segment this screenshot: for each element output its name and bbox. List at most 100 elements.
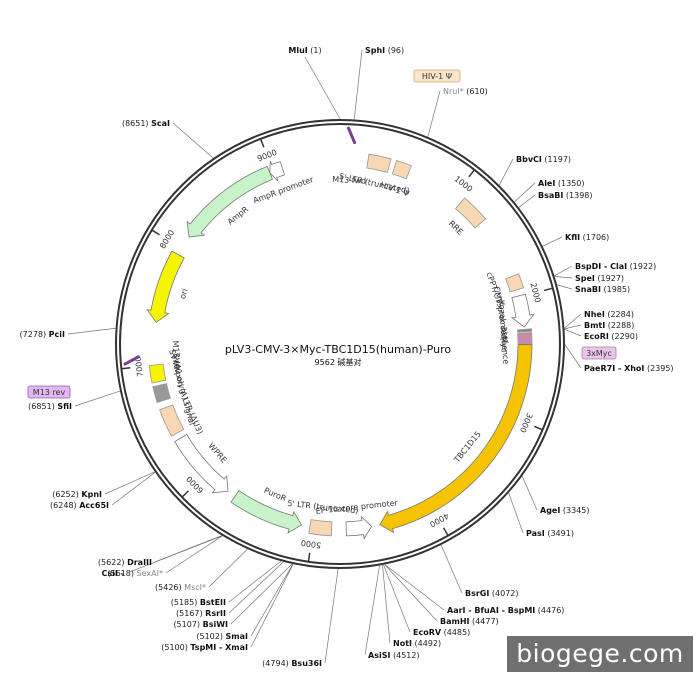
restriction-site: (6252) KpnI (52, 471, 155, 499)
site-label: (5426) MscI* (155, 583, 206, 592)
site-position: (1) (308, 46, 322, 55)
restriction-site: AsiSI (4512) (364, 565, 420, 660)
tick-label: 7000 (134, 356, 145, 377)
site-leader (364, 565, 380, 656)
feature-sv40-ori: SV40 ori (148, 353, 185, 387)
site-position: (5426) (155, 583, 184, 592)
site-label: SphI (96) (365, 46, 404, 55)
tick-mark (259, 138, 265, 148)
feature-box (517, 328, 533, 333)
site-position: (5618) (107, 569, 136, 578)
site-label: BsrGI (4072) (465, 589, 519, 598)
site-leader (556, 284, 573, 290)
site-name: MscI* (184, 583, 206, 592)
feature-arrow (230, 489, 303, 534)
site-leader (564, 344, 582, 369)
tick-mark (543, 287, 553, 292)
restriction-site: MluI (1) (288, 46, 341, 120)
restriction-site: AgeI (3345) (521, 475, 589, 515)
restriction-site: EcoRV (4485) (383, 564, 470, 637)
site-name: SmaI (226, 632, 248, 641)
site-name: SphI (365, 46, 385, 55)
site-position: (610) (464, 87, 488, 96)
site-name: BsiWI (203, 620, 228, 629)
tag-label: HIV-1 Ψ (422, 72, 452, 81)
feature-box (505, 273, 525, 293)
feature-arrow (345, 515, 373, 540)
restriction-site: BmtI (2288) (564, 321, 634, 330)
site-label: (5622) DraIII (98, 558, 152, 567)
tick-label: 1000 (453, 174, 475, 194)
restriction-site: (5100) TspMI - XmaI (161, 563, 294, 652)
feature-box (152, 383, 171, 404)
site-name: EcoRI (584, 332, 609, 341)
tag-box (581, 346, 617, 360)
feature-label: AmpR (226, 204, 251, 226)
restriction-site: BamHI (4477) (384, 564, 499, 626)
feature-box (454, 197, 487, 229)
restriction-site: PaeR7I - XhoI (2395) (564, 344, 674, 373)
restriction-site: KflI (1706) (542, 233, 609, 247)
feature-label: 3xMyc (499, 326, 509, 352)
restriction-site: BsrGI (4072) (440, 544, 519, 598)
site-leader (304, 56, 341, 120)
site-label: MluI (1) (288, 46, 321, 55)
site-leader (230, 563, 293, 625)
feature-m13-rev: M13 rev (123, 340, 183, 374)
site-leader (508, 492, 524, 534)
site-label: (5100) TspMI - XmaI (161, 643, 248, 652)
site-name: Bsu36I (291, 659, 322, 668)
restriction-site: AleI (1350) (514, 179, 585, 203)
site-name: PasI (526, 529, 545, 538)
site-leader (208, 548, 248, 588)
feature-arrow (146, 250, 185, 323)
site-leader (250, 563, 294, 648)
tick-mark (181, 490, 190, 498)
site-leader (440, 544, 463, 594)
site-name: MluI (288, 46, 307, 55)
restriction-site: (5426) MscI* (155, 548, 248, 592)
site-position: (1927) (595, 274, 624, 283)
tick-label: 9000 (256, 148, 278, 164)
site-leader (564, 313, 582, 329)
restriction-site: BbvCI (1197) (498, 155, 571, 186)
site-name: NotI (393, 639, 412, 648)
site-label: NheI (2284) (584, 310, 634, 319)
site-position: (5185) (171, 598, 200, 607)
site-position: (4492) (412, 639, 441, 648)
site-leader (521, 475, 538, 511)
site-position: (1350) (555, 179, 584, 188)
site-name: CsiI - (102, 569, 124, 578)
site-leader (154, 535, 223, 563)
site-position: (7278) (20, 330, 49, 339)
site-label: SpeI (1927) (575, 274, 624, 283)
site-position: (8651) (122, 119, 151, 128)
watermark-logo: biogege.com (507, 636, 693, 672)
tick-label: 4000 (428, 511, 450, 529)
site-name: AsiSI (368, 651, 390, 660)
feature-label: M13 rev (171, 340, 183, 373)
site-position: (2395) (644, 364, 673, 373)
site-position: (6851) (28, 402, 57, 411)
feature-arrow (174, 433, 229, 494)
site-label: (6248) Acc65I (50, 501, 109, 510)
feature-box (366, 153, 392, 173)
site-name: SnaBI (575, 285, 601, 294)
site-leader (67, 327, 116, 335)
site-name: BsrGI (465, 589, 489, 598)
site-name: BmtI (584, 321, 605, 330)
backbone-ring (115, 119, 565, 569)
site-name: PciI (49, 330, 65, 339)
site-position: (5622) (98, 558, 127, 567)
site-label: AleI (1350) (538, 179, 585, 188)
site-position: (1398) (563, 191, 592, 200)
tag-3xmyc: 3xMyc (581, 346, 617, 360)
restriction-site: SpeI (1927) (554, 274, 624, 283)
feature-label: WPRE (206, 441, 228, 464)
feature-arrow (511, 293, 535, 328)
site-leader (518, 194, 536, 208)
restriction-site: (5618) SexAI* (107, 535, 223, 578)
feature-arrow (379, 344, 533, 534)
site-label: (5185) BstEII (171, 598, 226, 607)
